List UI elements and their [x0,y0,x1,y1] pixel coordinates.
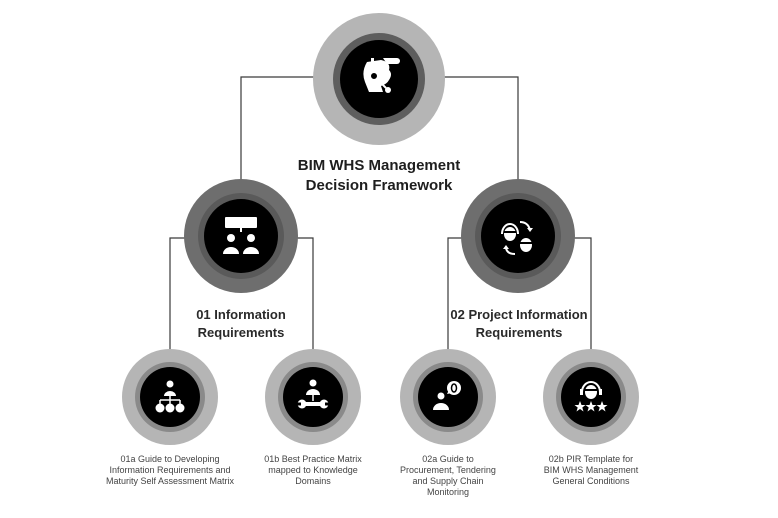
connector-branch-01-to-01a [169,237,185,350]
branch-01-title: 01 Information Requirements [171,306,311,342]
root-node[interactable] [313,13,445,145]
branch-02-title-line-1: 02 Project Information [450,307,588,322]
leaf-node-02a[interactable] [400,349,496,445]
exchange-communication-icon [501,221,533,255]
headset-star-rating-icon [574,381,608,412]
leaf-01a-label-line-1: 01a Guide to Developing [120,454,220,464]
leaf-01b-label-line-1: 01b Best Practice Matrix [264,454,362,464]
branch-02-title-line-2: Requirements [475,325,563,340]
leaf-02a-label-line-1: 02a Guide to [422,454,474,464]
leaf-02a-label-line-3: and Supply Chain [412,476,484,486]
connector-root-to-branch-01 [240,76,320,180]
leaf-node-01b[interactable] [265,349,361,445]
leaf-01b-label-line-3: Domains [295,476,331,486]
hierarchy-org-chart-icon [155,380,185,413]
leaf-02b-label: 02b PIR Template for BIM WHS Management … [531,454,651,487]
root-title-line-2: Decision Framework [305,177,453,194]
root-title: BIM WHS Management Decision Framework [279,156,479,196]
connector-branch-01-to-01b [297,237,314,350]
connector-branch-02-to-02b [574,237,592,350]
leaf-02b-label-line-1: 02b PIR Template for [548,454,634,464]
branch-node-02[interactable] [461,179,575,293]
leaf-02b-label-line-2: BIM WHS Management [543,465,639,475]
leaf-01b-label-line-2: mapped to Knowledge [268,465,358,475]
headset-support-agent-icon [363,58,400,93]
leaf-01a-label: 01a Guide to Developing Information Requ… [100,454,240,487]
leaf-01a-label-line-2: Information Requirements and [109,465,231,475]
connectors [169,76,592,350]
team-presentation-icon [223,217,259,254]
connector-branch-02-to-02a [447,237,462,350]
branch-node-01[interactable] [184,179,298,293]
person-speech-bubble-icon [433,381,461,410]
leaf-node-01a[interactable] [122,349,218,445]
branch-01-title-line-2: Requirements [197,325,285,340]
leaf-01a-label-line-3: Maturity Self Assessment Matrix [105,476,235,486]
branch-02-title: 02 Project Information Requirements [443,306,595,342]
branch-01-title-line-1: 01 Information [196,307,286,322]
branch-01-core [204,199,278,273]
leaf-02a-label: 02a Guide to Procurement, Tendering and … [388,454,508,498]
connector-root-to-branch-02 [438,76,519,180]
person-wrench-icon [296,379,330,409]
leaf-node-02b[interactable] [543,349,639,445]
leaf-02b-label-line-3: General Conditions [552,476,630,486]
leaf-02a-core [418,367,478,427]
leaf-02a-label-line-4: Monitoring [426,487,470,497]
leaf-01b-label: 01b Best Practice Matrix mapped to Knowl… [253,454,373,487]
branch-02-core [481,199,555,273]
leaf-02a-label-line-2: Procurement, Tendering [400,465,496,475]
root-title-line-1: BIM WHS Management [297,157,461,174]
